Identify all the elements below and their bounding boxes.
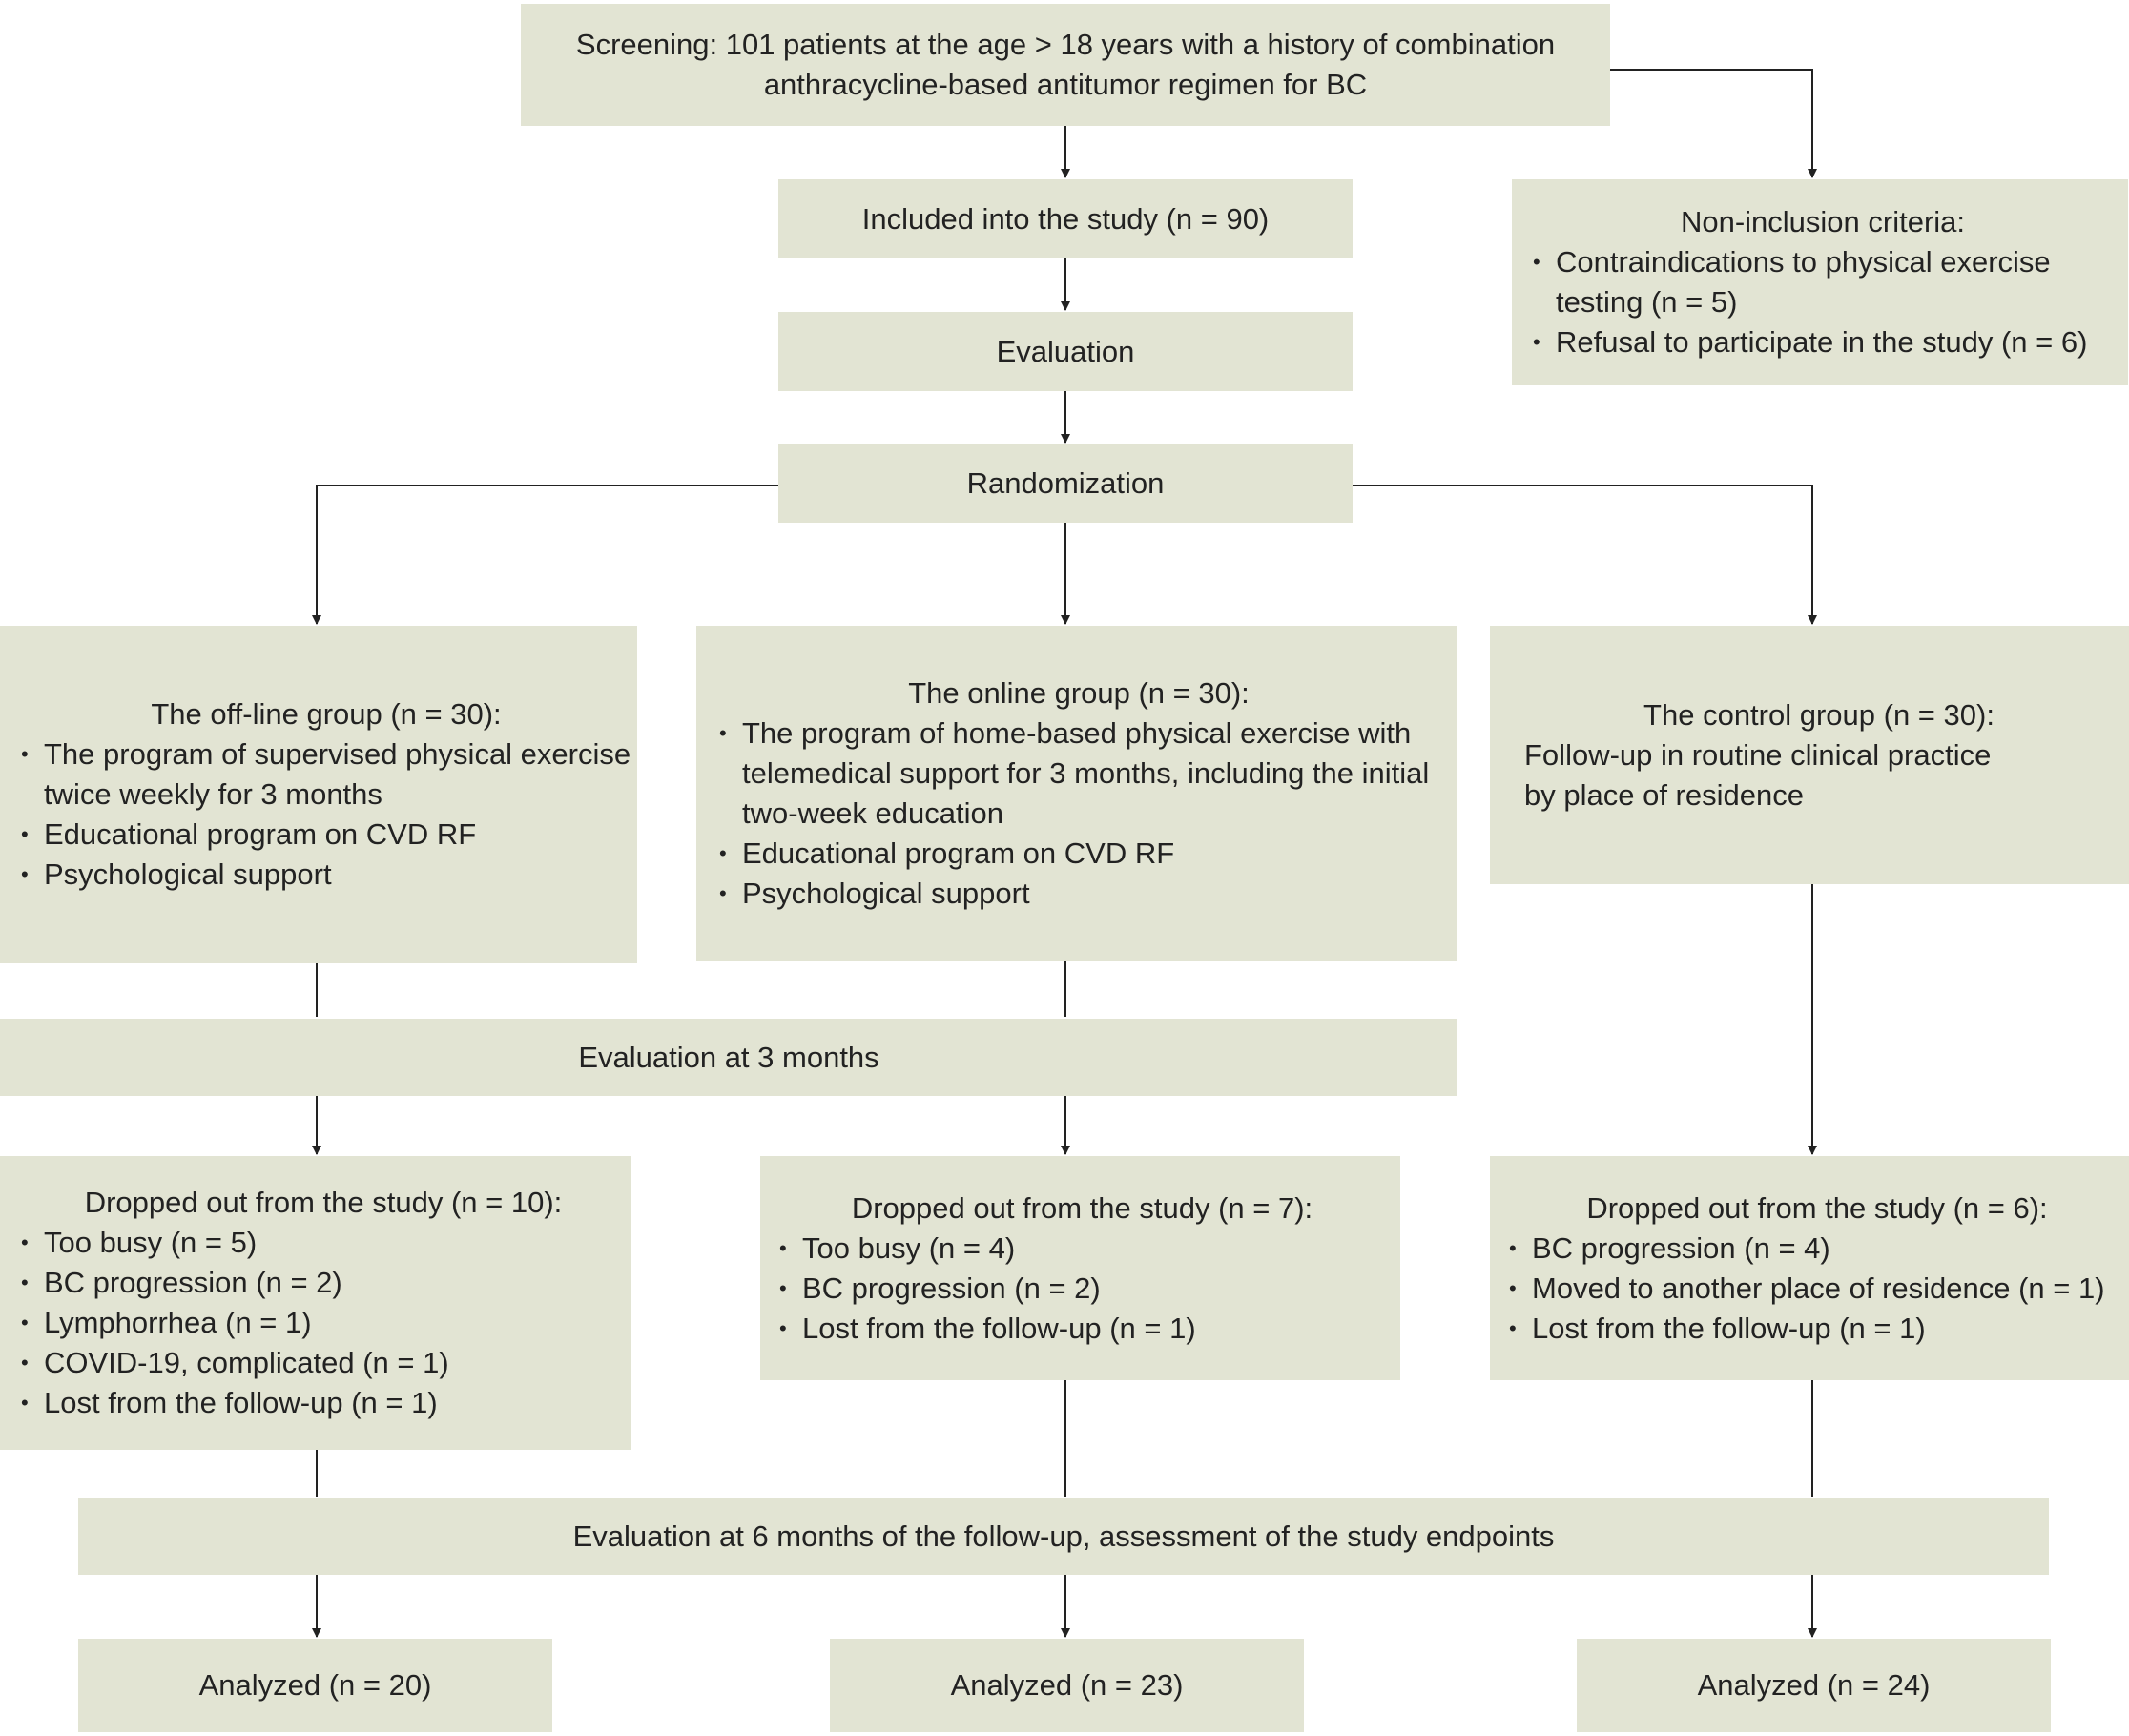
analyzed-online-box: Analyzed (n = 23) <box>830 1639 1304 1732</box>
dropout-offline-item: Too busy (n = 5) <box>21 1223 626 1263</box>
non-inclusion-title: Non-inclusion criteria: <box>1680 205 1966 238</box>
online-group-box: The online group (n = 30): The program o… <box>696 626 1457 961</box>
included-box: Included into the study (n = 90) <box>778 179 1353 258</box>
online-group-item: Psychological support <box>719 874 1438 914</box>
dropout-control-box: Dropped out from the study (n = 6): BC p… <box>1490 1156 2129 1380</box>
control-group-line-1: Follow-up in routine clinical practice <box>1524 737 1992 772</box>
screening-box: Screening: 101 patients at the age > 18 … <box>521 4 1610 126</box>
eval-6-months-box: Evaluation at 6 months of the follow-up,… <box>78 1498 2049 1575</box>
dropout-control-title: Dropped out from the study (n = 6): <box>1586 1190 2048 1225</box>
eval-6-months-label: Evaluation at 6 months of the follow-up,… <box>572 1519 1555 1553</box>
eval-3-months-box: Evaluation at 3 months <box>0 1019 1457 1096</box>
dropout-control-item: BC progression (n = 4) <box>1509 1229 2125 1269</box>
dropout-offline-item: BC progression (n = 2) <box>21 1263 626 1303</box>
non-inclusion-item: Contraindications to physical exercise t… <box>1533 242 2113 322</box>
dropout-online-item: BC progression (n = 2) <box>779 1269 1385 1309</box>
evaluation-box: Evaluation <box>778 312 1353 391</box>
dropout-control-item: Lost from the follow-up (n = 1) <box>1509 1309 2125 1349</box>
randomization-box: Randomization <box>778 444 1353 523</box>
analyzed-offline-box: Analyzed (n = 20) <box>78 1639 552 1732</box>
screening-line-1: Screening: 101 patients at the age > 18 … <box>575 28 1556 61</box>
dropout-offline-list: Too busy (n = 5) BC progression (n = 2) … <box>21 1223 626 1423</box>
dropout-offline-item: COVID-19, complicated (n = 1) <box>21 1343 626 1383</box>
dropout-offline-item: Lost from the follow-up (n = 1) <box>21 1383 626 1423</box>
non-inclusion-box: Non-inclusion criteria: Contraindication… <box>1512 179 2128 385</box>
arrow-randomization-to-offline <box>312 485 778 625</box>
dropout-control-item: Moved to another place of residence (n =… <box>1509 1269 2125 1309</box>
included-label: Included into the study (n = 90) <box>861 201 1270 236</box>
dropout-online-box: Dropped out from the study (n = 7): Too … <box>760 1156 1400 1380</box>
dropout-online-title: Dropped out from the study (n = 7): <box>851 1190 1313 1225</box>
offline-group-title: The off-line group (n = 30): <box>151 697 502 731</box>
online-group-item: The program of home-based physical exerc… <box>719 713 1438 834</box>
dropout-offline-item: Lymphorrhea (n = 1) <box>21 1303 626 1343</box>
control-group-title: The control group (n = 30): <box>1643 697 1995 732</box>
arrow-randomization-to-control <box>1353 485 1817 625</box>
control-group-box: The control group (n = 30): Follow-up in… <box>1490 626 2129 884</box>
offline-group-item: Educational program on CVD RF <box>21 815 631 855</box>
offline-group-item: The program of supervised physical exerc… <box>21 734 631 815</box>
offline-group-list: The program of supervised physical exerc… <box>21 734 631 895</box>
offline-group-item: Psychological support <box>21 855 631 895</box>
non-inclusion-item: Refusal to participate in the study (n =… <box>1533 322 2113 362</box>
dropout-control-list: BC progression (n = 4) Moved to another … <box>1509 1229 2125 1349</box>
dropout-offline-title: Dropped out from the study (n = 10): <box>84 1186 563 1219</box>
non-inclusion-list: Contraindications to physical exercise t… <box>1533 242 2113 362</box>
randomization-label: Randomization <box>966 466 1165 500</box>
screening-line-2: anthracycline-based antitumor regimen fo… <box>763 68 1368 101</box>
analyzed-online-label: Analyzed (n = 23) <box>950 1668 1184 1702</box>
dropout-online-item: Lost from the follow-up (n = 1) <box>779 1309 1385 1349</box>
evaluation-label: Evaluation <box>996 334 1135 368</box>
dropout-offline-box: Dropped out from the study (n = 10): Too… <box>0 1156 631 1450</box>
control-group-line-2: by place of residence <box>1524 777 1804 812</box>
offline-group-box: The off-line group (n = 30): The program… <box>0 626 637 963</box>
analyzed-offline-label: Analyzed (n = 20) <box>198 1668 432 1702</box>
dropout-online-list: Too busy (n = 4) BC progression (n = 2) … <box>779 1229 1385 1349</box>
arrow-screening-to-noninclusion <box>1610 69 1817 178</box>
online-group-title: The online group (n = 30): <box>908 676 1250 710</box>
analyzed-control-label: Analyzed (n = 24) <box>1697 1668 1931 1702</box>
dropout-online-item: Too busy (n = 4) <box>779 1229 1385 1269</box>
eval-3-months-label: Evaluation at 3 months <box>578 1040 879 1074</box>
online-group-list: The program of home-based physical exerc… <box>719 713 1438 914</box>
online-group-item: Educational program on CVD RF <box>719 834 1438 874</box>
analyzed-control-box: Analyzed (n = 24) <box>1577 1639 2051 1732</box>
